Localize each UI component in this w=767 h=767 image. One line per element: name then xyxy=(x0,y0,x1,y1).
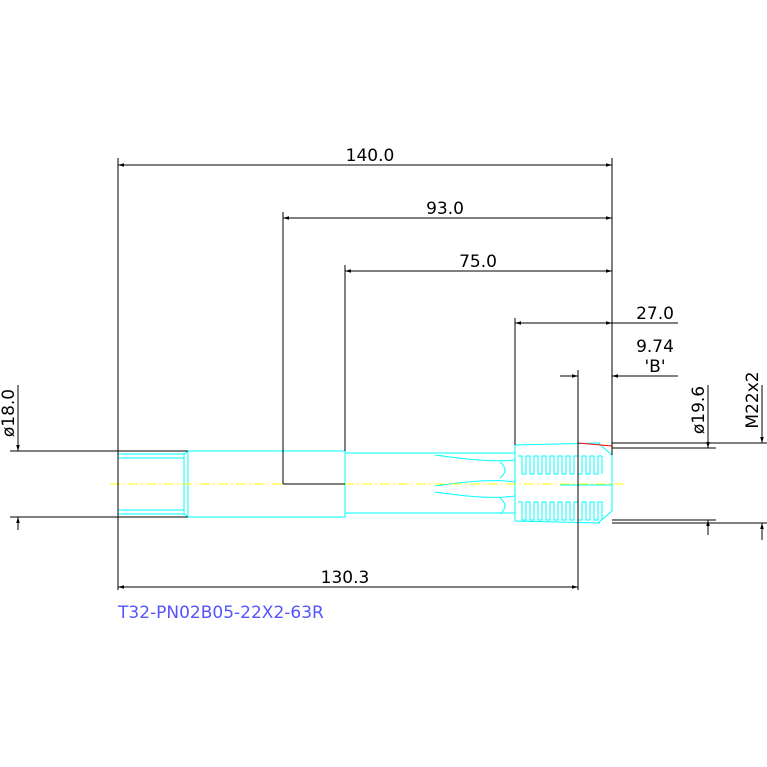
chamfer-accent xyxy=(577,442,613,447)
dim-overall-length: 140.0 xyxy=(346,146,395,166)
dim-thread-size: M22x2 xyxy=(743,371,763,428)
thread-teeth xyxy=(518,455,603,521)
dim-thread-length: 27.0 xyxy=(636,304,674,324)
dim-shank-length: 130.3 xyxy=(321,568,370,588)
dimension-lines xyxy=(10,158,767,590)
dim-body-diameter: ø19.6 xyxy=(689,386,709,434)
dim-length-93: 93.0 xyxy=(426,199,464,219)
dim-shank-diameter: ø18.0 xyxy=(0,389,19,437)
dim-length-75: 75.0 xyxy=(459,252,497,272)
dim-reference-length: 9.74 xyxy=(636,337,674,357)
part-number-label: T32-PN02B05-22X2-63R xyxy=(117,603,324,623)
dim-reference-label: 'B' xyxy=(644,357,665,377)
